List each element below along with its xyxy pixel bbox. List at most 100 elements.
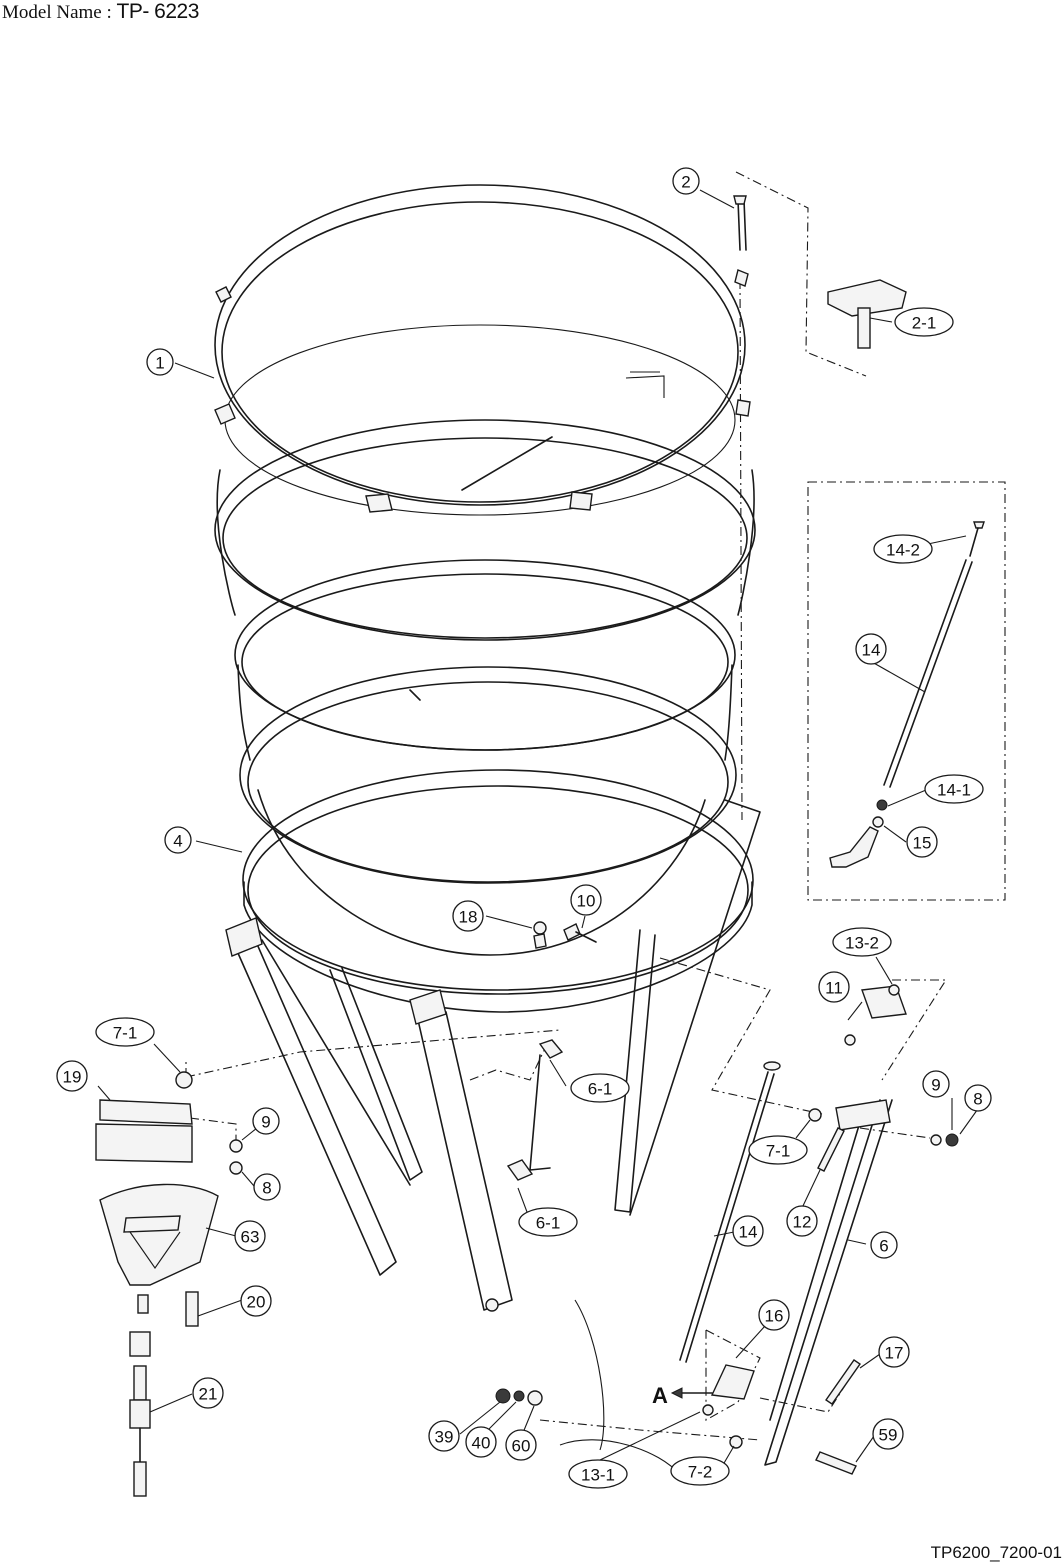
callout-label: 6-1 [536, 1214, 561, 1233]
callout-9: 9 [252, 1107, 280, 1135]
callout-9: 9 [922, 1070, 950, 1098]
leg-6-and-hardware [702, 984, 959, 1475]
callout-14-2: 14-2 [873, 534, 933, 564]
callout-bubble [240, 1285, 272, 1317]
callout-label: 8 [262, 1179, 271, 1198]
callout-bubble [922, 1070, 950, 1098]
callout-bubble [252, 1107, 280, 1135]
callout-bubble [570, 884, 602, 916]
callout-label: 39 [435, 1428, 454, 1447]
callout-label: 6-1 [588, 1080, 613, 1099]
view-marker-a: A [652, 1383, 713, 1408]
callout-10: 10 [570, 884, 602, 916]
callout-40: 40 [465, 1426, 497, 1458]
callout-label: 63 [241, 1228, 260, 1247]
callout-bubble [906, 826, 938, 858]
callout-label: 59 [879, 1426, 898, 1445]
legs [225, 689, 761, 1312]
kettle-body [214, 184, 756, 1013]
callout-bubble [452, 900, 484, 932]
callout-bubble [234, 1220, 266, 1252]
callout-4: 4 [164, 826, 192, 854]
callout-bubble [146, 348, 174, 376]
callout-label: 10 [577, 892, 596, 911]
callout-bubble [570, 1073, 630, 1103]
callout-8: 8 [964, 1084, 992, 1112]
callout-6: 6 [870, 1231, 898, 1259]
callout-label: 14-1 [937, 781, 971, 800]
callout-label: 2 [681, 173, 690, 192]
small-hardware [495, 921, 681, 1476]
callout-6-1: 6-1 [570, 1073, 630, 1103]
callout-bubble [672, 167, 700, 195]
callout-label: 11 [825, 979, 843, 998]
callout-label: 7-1 [113, 1024, 138, 1043]
callout-7-1: 7-1 [95, 1017, 155, 1047]
callout-bubble [748, 1135, 808, 1165]
callout-label: 14 [739, 1223, 758, 1242]
callout-59: 59 [872, 1418, 904, 1450]
callout-label: 60 [512, 1437, 531, 1456]
tension-bolt-2 [733, 195, 747, 251]
detail-box-14 [807, 481, 1006, 901]
callout-label: 20 [247, 1293, 266, 1312]
callout-2-1: 2-1 [894, 307, 954, 337]
callout-bubble [465, 1426, 497, 1458]
callout-leaders [97, 189, 981, 1471]
callout-bubble [832, 927, 892, 957]
callout-14: 14 [732, 1215, 764, 1247]
callout-63: 63 [234, 1220, 266, 1252]
callout-label: 14 [862, 641, 881, 660]
callout-bubble [786, 1205, 818, 1237]
callout-8: 8 [253, 1173, 281, 1201]
callout-label: 9 [931, 1076, 940, 1095]
detail-rod-14 [829, 521, 985, 868]
view-marker-label: A [652, 1383, 668, 1408]
callout-layer: 122-1466-16-17-17-17-2889910111213-113-2… [56, 167, 992, 1489]
callout-7-1: 7-1 [748, 1135, 808, 1165]
callout-bubble [873, 534, 933, 564]
callout-19: 19 [56, 1060, 88, 1092]
callout-bubble [56, 1060, 88, 1092]
rod-14 [679, 1061, 781, 1363]
callout-bubble [428, 1420, 460, 1452]
callout-bubble [253, 1173, 281, 1201]
callout-label: 2-1 [912, 314, 937, 333]
callout-label: 7-2 [688, 1463, 713, 1482]
callout-14-1: 14-1 [924, 774, 984, 804]
callout-label: 17 [885, 1344, 904, 1363]
model-name-header: Model Name : TP- 6223 [2, 0, 199, 26]
callout-15: 15 [906, 826, 938, 858]
callout-60: 60 [505, 1429, 537, 1461]
callout-bubble [95, 1017, 155, 1047]
callout-bubble [818, 971, 850, 1003]
callout-bubble [855, 633, 887, 665]
callout-17: 17 [878, 1336, 910, 1368]
callout-label: 12 [793, 1213, 812, 1232]
tuning-key-2-1 [827, 279, 907, 349]
drawing-code: TP6200_7200-01 [930, 1543, 1062, 1562]
callout-label: 21 [199, 1385, 218, 1404]
callout-bubble [894, 307, 954, 337]
callout-12: 12 [786, 1205, 818, 1237]
callout-13-1: 13-1 [568, 1459, 628, 1489]
callout-21: 21 [192, 1377, 224, 1409]
callout-label: 16 [765, 1307, 784, 1326]
callout-bubble [964, 1084, 992, 1112]
callout-label: 19 [63, 1068, 82, 1087]
callout-39: 39 [428, 1420, 460, 1452]
callout-label: 6 [879, 1237, 888, 1256]
model-name-label: Model Name : [2, 2, 117, 23]
callout-bubble [505, 1429, 537, 1461]
callout-bubble [924, 774, 984, 804]
callout-11: 11 [818, 971, 850, 1003]
callout-14: 14 [855, 633, 887, 665]
callout-label: 8 [973, 1090, 982, 1109]
callout-label: 13-1 [581, 1466, 615, 1485]
callout-bubble [872, 1418, 904, 1450]
callout-label: 7-1 [766, 1142, 791, 1161]
callout-13-2: 13-2 [832, 927, 892, 957]
callout-bubble [568, 1459, 628, 1489]
callout-bubble [192, 1377, 224, 1409]
callout-label: 9 [261, 1113, 270, 1132]
